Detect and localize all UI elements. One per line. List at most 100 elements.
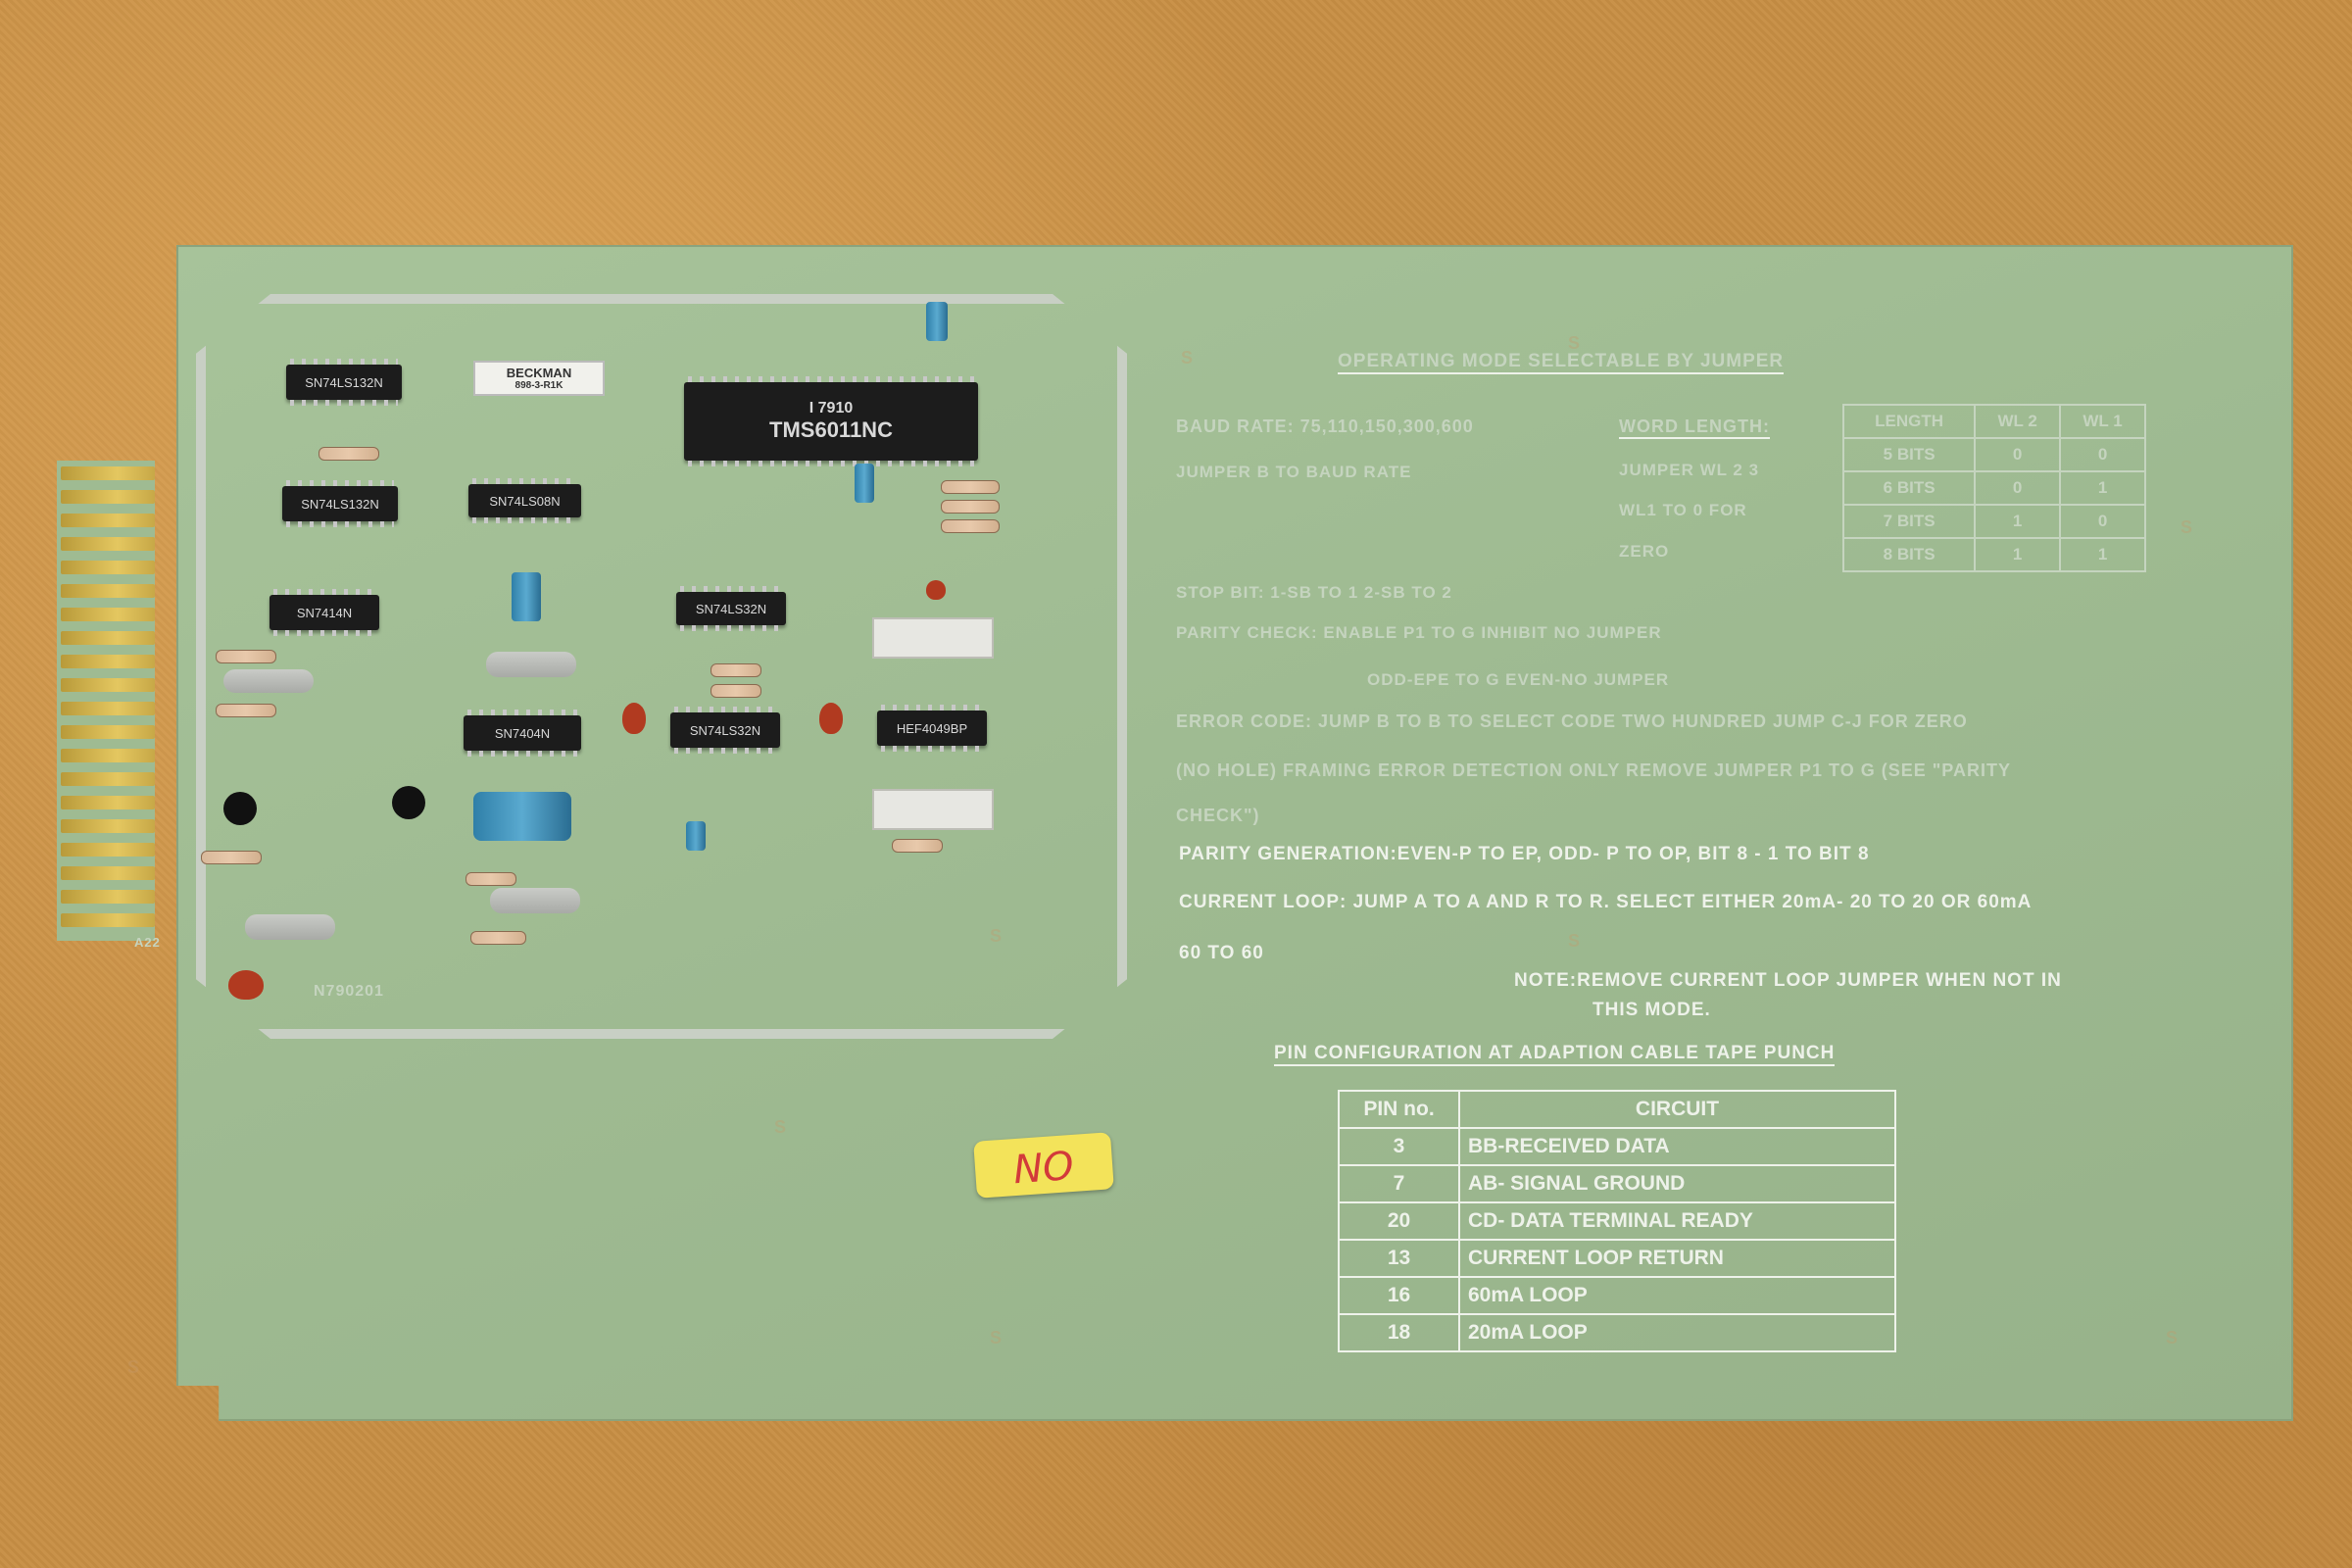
pin-circuit: CURRENT LOOP RETURN — [1458, 1239, 1896, 1278]
word-cell: 0 — [2059, 437, 2146, 472]
chip-u8: HEF4049BP — [877, 705, 987, 752]
pin-table: PIN no. CIRCUIT 3 BB-RECEIVED DATA 7 AB-… — [1338, 1090, 1896, 1352]
parity-generation: PARITY GENERATION:EVEN-P TO EP, ODD- P T… — [1179, 844, 1870, 864]
resistor — [201, 851, 262, 864]
pin-number: 3 — [1338, 1127, 1460, 1166]
chip-u5-label: SN7404N — [494, 725, 551, 741]
chip-u1-label: SN74LS132N — [305, 374, 383, 390]
gold-finger — [61, 725, 155, 739]
chip-u4: SN74LS08N — [468, 478, 581, 523]
note-2: THIS MODE. — [1592, 1000, 1711, 1020]
registration-mark: S — [2180, 517, 2193, 537]
gold-finger — [61, 514, 155, 527]
resistor — [710, 663, 761, 677]
gold-finger — [61, 749, 155, 762]
pin-number: 16 — [1338, 1276, 1460, 1315]
chip-u7-label: SN74LS32N — [689, 722, 761, 738]
word-cell: 1 — [1974, 504, 2062, 539]
word-cell: 6 BITS — [1841, 470, 1977, 506]
pin-table-row: 7 AB- SIGNAL GROUND — [1338, 1164, 1896, 1203]
parity-check: PARITY CHECK: ENABLE P1 TO G INHIBIT NO … — [1176, 623, 1662, 642]
gold-finger — [61, 819, 155, 833]
pin-heading: PIN CONFIGURATION AT ADAPTION CABLE TAPE… — [1274, 1043, 1836, 1066]
error-code-2: (NO HOLE) FRAMING ERROR DETECTION ONLY R… — [1176, 760, 2011, 780]
registration-mark: S — [1181, 348, 1194, 368]
registration-mark: S — [1568, 333, 1581, 353]
capacitor — [819, 703, 843, 734]
transistor — [392, 786, 425, 819]
resistor-network-part: 898-3-R1K — [514, 380, 564, 391]
chip-u6-label: SN74LS32N — [695, 601, 767, 616]
chip-u7: SN74LS32N — [670, 707, 780, 754]
edge-mark: A22 — [134, 935, 161, 950]
resistor — [710, 684, 761, 698]
chip-u3-label: SN7414N — [296, 605, 353, 620]
word-jumper-2: WL1 TO 0 FOR — [1619, 501, 1747, 519]
pin-header-pin: PIN no. — [1338, 1090, 1460, 1129]
capacitor — [622, 703, 646, 734]
word-jumper-3: ZERO — [1619, 542, 1670, 561]
error-code-3: CHECK") — [1176, 806, 1260, 825]
resistor — [470, 931, 526, 945]
resistor — [941, 480, 1000, 494]
gold-finger — [61, 584, 155, 598]
baud-rate: BAUD RATE: 75,110,150,300,600 — [1176, 416, 1474, 436]
registration-mark: S — [990, 926, 1003, 946]
word-length-table: LENGTH WL 2 WL 1 5 BITS 0 0 6 BITS 0 1 7… — [1841, 404, 2146, 572]
gold-finger — [61, 866, 155, 880]
gold-finger — [61, 796, 155, 809]
pin-number: 20 — [1338, 1201, 1460, 1241]
chip-u1: SN74LS132N — [286, 359, 402, 406]
pin-table-row: 16 60mA LOOP — [1338, 1276, 1896, 1315]
chip-u2: SN74LS132N — [282, 480, 398, 527]
chip-uart-label: TMS6011NC — [769, 417, 893, 442]
gold-finger — [61, 655, 155, 668]
chip-u2-label: SN74LS132N — [301, 496, 379, 512]
word-cell: 5 BITS — [1841, 437, 1977, 472]
pin-table-row: 13 CURRENT LOOP RETURN — [1338, 1239, 1896, 1278]
jumper-block — [512, 572, 541, 621]
stop-bit: STOP BIT: 1-SB TO 1 2-SB TO 2 — [1176, 583, 1452, 602]
pin-circuit: 60mA LOOP — [1458, 1276, 1896, 1315]
gold-finger — [61, 490, 155, 504]
word-cell: 0 — [1974, 437, 2062, 472]
note: NOTE:REMOVE CURRENT LOOP JUMPER WHEN NOT… — [1514, 970, 2062, 991]
heading: OPERATING MODE SELECTABLE BY JUMPER — [1338, 351, 1785, 374]
registration-mark: S — [1568, 931, 1581, 951]
gold-finger — [61, 843, 155, 857]
resistor — [216, 704, 276, 717]
potentiometer — [872, 789, 994, 830]
gold-finger — [61, 631, 155, 645]
registration-mark: S — [990, 1328, 1003, 1348]
chip-u4-label: SN74LS08N — [489, 493, 561, 509]
gold-finger — [61, 702, 155, 715]
pin-table-row: 3 BB-RECEIVED DATA — [1338, 1127, 1896, 1166]
registration-mark: S — [774, 1117, 787, 1137]
resistor — [941, 500, 1000, 514]
pin-number: 13 — [1338, 1239, 1460, 1278]
jumper-block — [926, 302, 948, 341]
current-loop: CURRENT LOOP: JUMP A TO A AND R TO R. SE… — [1179, 892, 2033, 912]
capacitor — [490, 888, 580, 913]
parity-check-2: ODD-EPE TO G EVEN-NO JUMPER — [1367, 670, 1670, 689]
capacitor — [686, 821, 706, 851]
electrolytic-capacitor — [473, 792, 571, 841]
resistor-network: BECKMAN 898-3-R1K — [473, 361, 605, 396]
potentiometer — [872, 617, 994, 659]
gold-finger — [61, 678, 155, 692]
word-header-wl2: WL 2 — [1974, 404, 2062, 439]
pin-circuit: 20mA LOOP — [1458, 1313, 1896, 1352]
capacitor — [228, 970, 264, 1000]
word-cell: 0 — [1974, 470, 2062, 506]
pin-circuit: AB- SIGNAL GROUND — [1458, 1164, 1896, 1203]
resistor — [216, 650, 276, 663]
pin-number: 7 — [1338, 1164, 1460, 1203]
word-table-header: LENGTH WL 2 WL 1 — [1841, 404, 2146, 439]
registration-mark: S — [2166, 1328, 2179, 1348]
gold-finger — [61, 608, 155, 621]
pin-circuit: CD- DATA TERMINAL READY — [1458, 1201, 1896, 1241]
capacitor — [926, 580, 946, 600]
handwritten-sticker: ON — [973, 1132, 1114, 1199]
sticker-text: ON — [1011, 1140, 1076, 1191]
word-header-length: LENGTH — [1841, 404, 1977, 439]
